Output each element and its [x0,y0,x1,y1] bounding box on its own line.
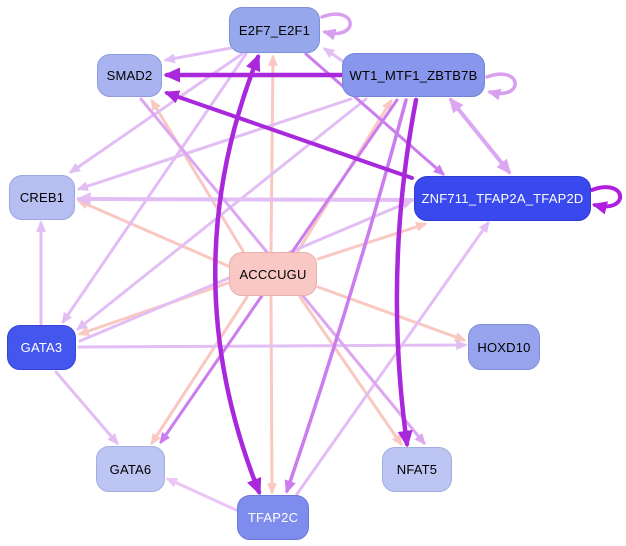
edge-e2f7_e2f1-to-gata3 [61,52,248,325]
node-creb1[interactable]: CREB1 [9,175,75,220]
edge-wt1_mtf1_zbtb7b-to-wt1_mtf1_zbtb7b [485,72,517,101]
node-tfap2c[interactable]: TFAP2C [237,495,309,540]
node-wt1_mtf1_zbtb7b[interactable]: WT1_MTF1_ZBTB7B [342,53,485,97]
node-gata6[interactable]: GATA6 [96,446,165,492]
node-label: GATA6 [109,461,152,477]
edge-znf711_tfap2a_tfap2d-to-smad2 [163,90,414,180]
node-label: ZNF711_TFAP2A_TFAP2D [421,191,584,206]
edge-wt1_mtf1_zbtb7b-to-e2f7_e2f1 [322,47,346,64]
edge-wt1_mtf1_zbtb7b-to-tfap2c [284,98,408,494]
node-label: WT1_MTF1_ZBTB7B [349,67,478,83]
edge-acccugu-to-e2f7_e2f1 [267,54,278,253]
edge-acccugu-to-gata6 [150,295,249,446]
edge-acccugu-to-creb1 [76,199,230,268]
edge-e2f7_e2f1-to-tfap2c [213,53,262,496]
edge-wt1_mtf1_zbtb7b-to-znf711_tfap2a_tfap2d [448,97,512,175]
edge-wt1_mtf1_zbtb7b-to-gata3 [76,97,368,331]
edge-tfap2c-to-znf711_tfap2a_tfap2d [295,220,490,496]
edge-wt1_mtf1_zbtb7b-to-creb1 [76,97,353,192]
node-znf711_tfap2a_tfap2d[interactable]: ZNF711_TFAP2A_TFAP2D [414,176,591,221]
node-hoxd10[interactable]: HOXD10 [468,324,540,370]
node-gata3[interactable]: GATA3 [7,325,76,370]
node-acccugu[interactable]: ACCCUGU [229,252,317,296]
edge-znf711_tfap2a_tfap2d-to-znf711_tfap2a_tfap2d [590,185,623,215]
node-label: HOXD10 [477,339,531,355]
edge-e2f7_e2f1-to-smad2 [163,46,233,64]
node-nfat5[interactable]: NFAT5 [382,447,452,492]
edge-acccugu-to-smad2 [150,98,245,253]
node-label: CREB1 [19,190,65,205]
edge-e2f7_e2f1-to-e2f7_e2f1 [320,12,352,41]
node-label: NFAT5 [396,462,438,477]
edge-tfap2c-to-gata6 [165,477,238,512]
edge-gata3-to-hoxd10 [77,340,468,351]
edge-acccugu-to-tfap2c [266,295,277,495]
node-smad2[interactable]: SMAD2 [97,54,162,97]
edge-acccugu-to-nfat5 [298,295,403,447]
node-label: TFAP2C [247,510,299,525]
node-label: SMAD2 [106,68,153,83]
node-label: ACCCUGU [239,266,307,282]
node-e2f7_e2f1[interactable]: E2F7_E2F1 [229,7,320,53]
node-label: E2F7_E2F1 [238,22,311,38]
edge-acccugu-to-hoxd10 [316,285,467,342]
edge-gata3-to-gata6 [54,370,119,445]
edge-wt1_mtf1_zbtb7b-to-nfat5 [394,97,419,448]
node-label: GATA3 [20,340,63,355]
edge-acccugu-to-znf711_tfap2a_tfap2d [316,221,428,261]
edge-znf711_tfap2a_tfap2d-to-creb1 [75,192,414,206]
